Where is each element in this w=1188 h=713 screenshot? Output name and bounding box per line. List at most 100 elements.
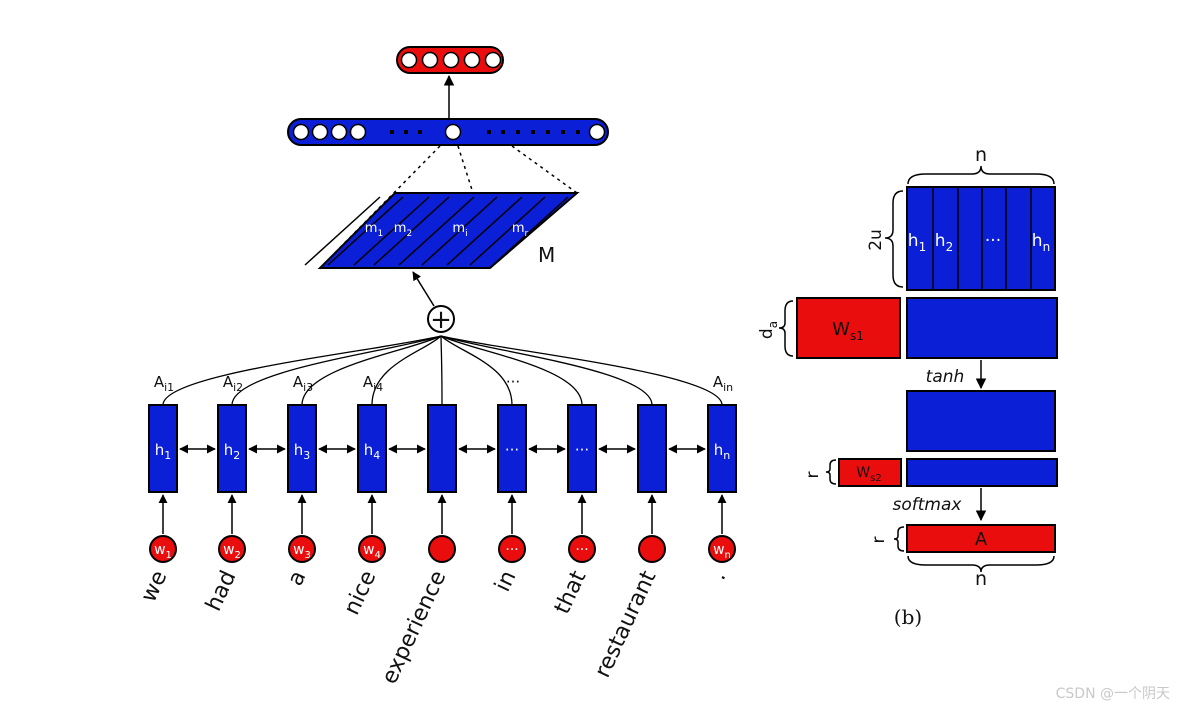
ellipsis-dot (487, 130, 491, 134)
ellipsis-dot (576, 130, 580, 134)
output-node (484, 51, 502, 69)
label-tanh: tanh (926, 367, 965, 387)
brace-n-top (907, 165, 1055, 185)
label-r1: r (803, 472, 823, 479)
attention-label-3: Ai3 (293, 373, 313, 394)
word-9: . (706, 567, 732, 584)
input-node-4 (358, 535, 386, 563)
matrix-col-label-1: m1 (365, 221, 383, 239)
input-node-9 (708, 535, 736, 563)
hidden-unit-3 (287, 404, 317, 493)
label-r2: r (869, 537, 889, 544)
input-node-5 (428, 535, 456, 563)
ellipsis-dot (516, 130, 520, 134)
attention-curve-1 (162, 335, 442, 406)
tanh-output (906, 390, 1056, 452)
hidden-label-3: h3 (294, 441, 311, 462)
attention-curve-4 (371, 335, 442, 406)
input-label-2: w2 (223, 542, 241, 561)
flat-node (292, 123, 310, 141)
label-2u: 2u (866, 229, 886, 251)
flat-node (311, 123, 329, 141)
input-label-3: w3 (293, 542, 311, 561)
brace-r2 (893, 526, 905, 552)
word-4: nice (339, 567, 381, 619)
input-node-8 (638, 535, 666, 563)
attention-label-9: Ain (713, 373, 733, 394)
watermark: CSDN @一个阴天 (1055, 686, 1170, 702)
hidden-label-9: hn (714, 441, 731, 462)
brace-2u (884, 190, 904, 288)
word-7: that (550, 567, 592, 618)
word-5: experience (377, 567, 451, 688)
label-n-top: n (975, 144, 987, 166)
attention-label-6: ··· (506, 373, 520, 391)
hidden-label-7: ··· (575, 441, 589, 459)
word-8: restaurant (590, 567, 661, 682)
label-n-bottom: n (975, 568, 987, 590)
hidden-unit-6 (497, 404, 527, 493)
brace-r1 (825, 459, 837, 485)
product-ws2 (906, 458, 1058, 487)
matrix-col-label-3: mi (452, 221, 467, 239)
hidden-unit-4 (357, 404, 387, 493)
input-node-6 (498, 535, 526, 563)
word-6: in (490, 567, 521, 596)
brace-n-bottom (907, 555, 1055, 573)
hidden-unit-1 (148, 404, 178, 493)
matrix-column-line (398, 196, 475, 266)
ellipsis-dot (418, 130, 422, 134)
attention-curve-5 (440, 335, 443, 406)
flat-node (330, 123, 348, 141)
output-node (442, 51, 460, 69)
matrix-col-label-4: mr (512, 221, 529, 239)
matrix-column-line (353, 196, 430, 266)
attention-label-4: Ai4 (363, 373, 383, 394)
input-node-3 (288, 535, 316, 563)
hidden-label-4: h4 (364, 441, 381, 462)
h-col-label-4: hn (1032, 231, 1050, 254)
ellipsis-dot (501, 130, 505, 134)
matrix-label: M (538, 243, 555, 267)
sum-symbol: + (430, 305, 452, 335)
hidden-unit-7 (567, 404, 597, 493)
matrix-column-line (492, 196, 569, 266)
hidden-unit-9 (707, 404, 737, 493)
matrix-col-label-2: m2 (394, 221, 412, 239)
input-node-1 (149, 535, 177, 563)
ellipsis-dot (561, 130, 565, 134)
arrow-to-matrix (412, 271, 435, 307)
hidden-label-2: h2 (224, 441, 241, 462)
word-1: we (136, 567, 172, 606)
matrix-column-line (421, 196, 498, 266)
input-label-4: w4 (363, 542, 381, 561)
output-node (421, 51, 439, 69)
output-node (400, 51, 418, 69)
hidden-unit-5 (427, 404, 457, 493)
attention-label-2: Ai2 (223, 373, 243, 394)
matrix-column-line (446, 196, 523, 266)
attention-label-1: Ai1 (154, 373, 174, 394)
annotation-matrix-a (906, 524, 1056, 553)
input-label-7: ··· (575, 542, 588, 558)
word-3: a (283, 567, 311, 590)
attention-curve-2 (231, 335, 442, 406)
flat-node (444, 123, 462, 141)
brace-da (778, 300, 794, 357)
weight-ws1 (796, 297, 901, 359)
attention-curve-9 (440, 335, 723, 406)
word-2: had (201, 567, 241, 615)
weighted-sum-node (427, 305, 455, 333)
input-label-6: ··· (505, 542, 518, 558)
flat-node (349, 123, 367, 141)
ellipsis-dot (531, 130, 535, 134)
ellipsis-dot (404, 130, 408, 134)
matrix-column-line (469, 196, 546, 266)
attention-curve-8 (440, 335, 653, 406)
flat-node (588, 123, 606, 141)
input-label-1: w1 (154, 542, 172, 561)
attention-curve-7 (440, 335, 583, 406)
ws2-label: Ws2 (856, 465, 881, 484)
matrix-column-line (304, 196, 381, 266)
